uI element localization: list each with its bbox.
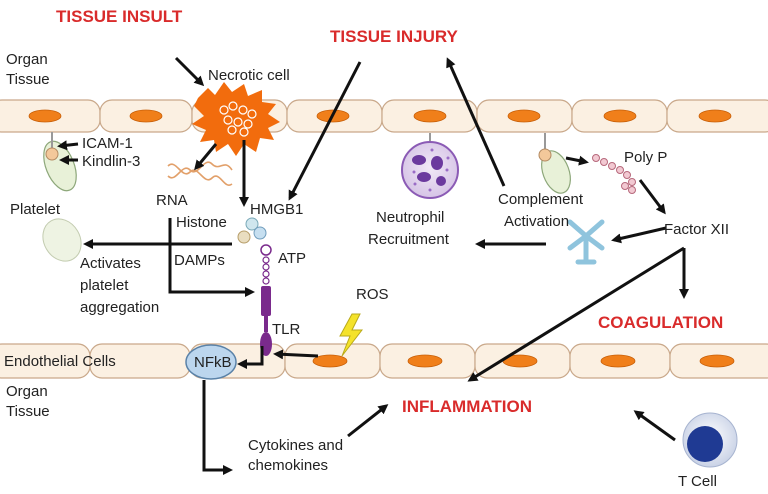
adherent-cell-right-icon [538, 133, 571, 194]
damps-label: DAMPs [174, 252, 225, 269]
complement-line1: Complement [498, 191, 584, 208]
necrotic-cell-label: Necrotic cell [208, 67, 290, 84]
atp-label: ATP [278, 250, 306, 267]
tissue-injury-label: TISSUE INJURY [330, 27, 459, 46]
rna-label: RNA [156, 192, 188, 209]
adherent-leukocyte-icon [43, 132, 77, 192]
t-cell-icon [682, 412, 738, 468]
tlr-receptor-icon [260, 244, 272, 356]
neutrophil-line1: Neutrophil [376, 209, 444, 226]
tissue-insult-label: TISSUE INSULT [56, 7, 183, 26]
activates-line1: Activates [80, 255, 141, 272]
lightning-bolt-icon [339, 313, 364, 357]
necrotic-cell-icon [192, 82, 280, 156]
t-cell-label: T Cell [678, 473, 717, 490]
factor-xii-label: Factor XII [664, 221, 729, 238]
organ-tissue-top-line1: Organ [6, 51, 48, 68]
cytokines-line2: chemokines [248, 457, 328, 474]
organ-tissue-bottom-line1: Organ [6, 383, 48, 400]
kindlin3-label: Kindlin-3 [82, 153, 140, 170]
antibody-y-icon [567, 219, 605, 265]
icam1-label: ICAM-1 [82, 135, 133, 152]
endothelial-cells-label: Endothelial Cells [4, 353, 116, 370]
platelet-icon [42, 218, 82, 262]
inflammation-label: INFLAMMATION [402, 397, 532, 416]
histone-label: Histone [176, 214, 227, 231]
ros-label: ROS [356, 286, 389, 303]
cytokines-line1: Cytokines and [248, 437, 343, 454]
histone-hmgb1-icon [237, 217, 267, 244]
platelet-label: Platelet [10, 201, 61, 218]
hmgb1-label: HMGB1 [250, 201, 303, 218]
complement-line2: Activation [504, 213, 569, 230]
coagulation-label: COAGULATION [598, 313, 723, 332]
bottom-cell-row [0, 343, 768, 379]
rna-helix-icon [167, 161, 233, 186]
activates-line3: aggregation [80, 299, 159, 316]
neutrophil-icon [401, 133, 459, 199]
neutrophil-line2: Recruitment [368, 231, 450, 248]
nfkb-label: NFkB [194, 354, 232, 371]
arrows [57, 56, 689, 475]
poly-p-label: Poly P [624, 149, 667, 166]
organ-tissue-bottom-line2: Tissue [6, 403, 50, 420]
poly-p-chain-icon [592, 154, 636, 194]
activates-line2: platelet [80, 277, 129, 294]
nfkb-icon [185, 344, 237, 380]
organ-tissue-top-line2: Tissue [6, 71, 50, 88]
tlr-label: TLR [272, 321, 301, 338]
top-cell-row [0, 99, 768, 133]
